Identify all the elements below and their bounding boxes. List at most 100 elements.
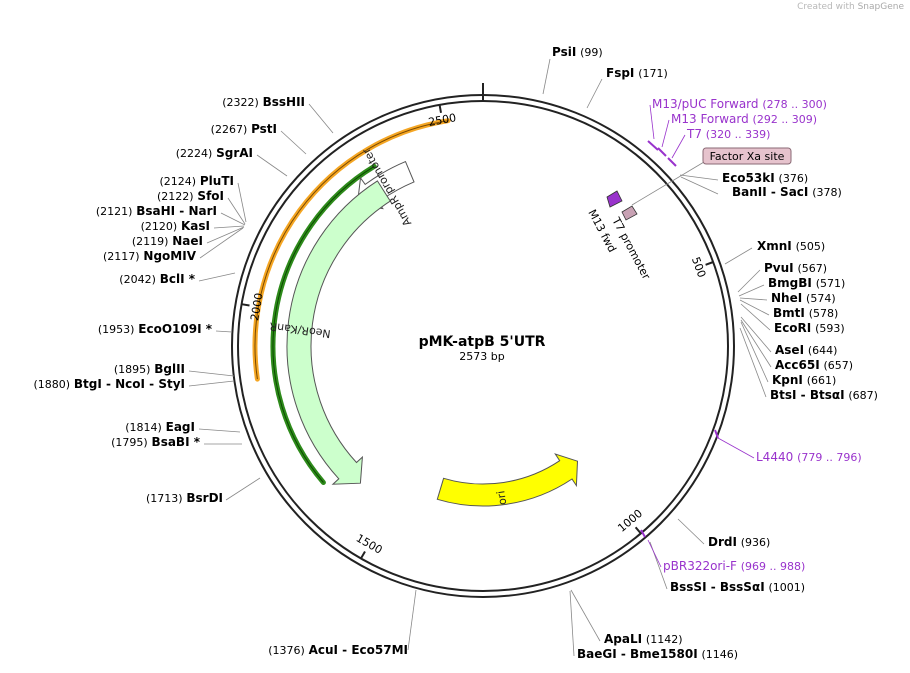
site-label[interactable]: NheI (574) xyxy=(771,291,836,305)
site-label[interactable]: (2122) SfoI xyxy=(157,189,224,203)
primer-mark-pbr322 xyxy=(640,529,646,538)
factor-xa-label: Factor Xa site xyxy=(710,150,785,163)
site-label[interactable]: (2119) NaeI xyxy=(132,234,203,248)
leader-31 xyxy=(237,182,247,223)
site-label[interactable]: (1814) EagI xyxy=(125,420,195,434)
leader-13 xyxy=(739,327,767,398)
leader-4 xyxy=(724,247,753,265)
site-position: (687) xyxy=(848,389,878,402)
primer-name: M13 Forward xyxy=(671,112,749,126)
tick-label-1500: 1500 xyxy=(354,532,385,557)
site-label[interactable]: ApaLI (1142) xyxy=(604,632,683,646)
primer-leader-1 xyxy=(661,119,670,148)
site-label[interactable]: AseI (644) xyxy=(775,343,837,357)
site-position: (2267) xyxy=(211,123,248,136)
site-name: KasI xyxy=(181,219,210,233)
site-label[interactable]: Eco53kI (376) xyxy=(722,171,808,185)
site-label[interactable]: (2117) NgoMIV xyxy=(103,249,197,263)
site-label[interactable]: FspI (171) xyxy=(606,66,668,80)
primer-label[interactable]: L4440 (779 .. 796) xyxy=(756,450,862,464)
site-label[interactable]: KpnI (661) xyxy=(772,373,836,387)
site-label[interactable]: (1376) AcuI - Eco57MI xyxy=(268,643,408,657)
site-position: (1795) xyxy=(111,436,148,449)
primer-range: (278 .. 300) xyxy=(762,98,827,111)
site-label[interactable]: PsiI (99) xyxy=(552,45,603,59)
neor-kanr-arrow[interactable] xyxy=(286,180,391,485)
site-label[interactable]: BanII - SacI (378) xyxy=(732,185,842,199)
site-name: PsiI xyxy=(552,45,576,59)
site-name: BglII xyxy=(154,362,185,376)
leader-21 xyxy=(198,428,241,433)
primer-name: pBR322ori-F xyxy=(663,559,737,573)
site-label[interactable]: (1953) EcoO109I * xyxy=(98,322,213,336)
site-position: (1895) xyxy=(114,363,151,376)
site-label[interactable]: (2267) PstI xyxy=(211,122,277,136)
site-position: (2224) xyxy=(176,147,213,160)
site-label[interactable]: BssSI - BssSαI (1001) xyxy=(670,580,805,594)
primer-label[interactable]: M13/pUC Forward (278 .. 300) xyxy=(652,97,827,111)
site-name: BaeGI - Bme1580I xyxy=(577,647,698,661)
site-position: (99) xyxy=(580,46,603,59)
site-label[interactable]: DrdI (936) xyxy=(708,535,770,549)
site-label[interactable]: (2322) BssHII xyxy=(222,95,305,109)
leader-22 xyxy=(188,380,235,387)
site-label[interactable]: BmtI (578) xyxy=(773,306,838,320)
primer-leader-2 xyxy=(671,134,686,159)
site-label[interactable]: (1795) BsaBI * xyxy=(111,435,201,449)
site-position: (376) xyxy=(779,172,809,185)
site-label[interactable]: (2224) SgrAI xyxy=(176,146,253,160)
leader-25 xyxy=(198,272,236,282)
primer-mark-0 xyxy=(647,140,659,151)
site-label[interactable]: BtsI - BtsαI (687) xyxy=(770,388,878,402)
site-label[interactable]: (1895) BglII xyxy=(114,362,185,376)
primer-label[interactable]: T7 (320 .. 339) xyxy=(686,127,770,141)
leader-33 xyxy=(280,130,307,155)
ori-arrow[interactable] xyxy=(436,453,579,507)
tick-2500 xyxy=(438,104,442,113)
site-label[interactable]: (2124) PluTI xyxy=(159,174,234,188)
site-name: BssHII xyxy=(263,95,305,109)
site-position: (574) xyxy=(806,292,836,305)
watermark-brand: SnapGene xyxy=(857,2,904,12)
site-label[interactable]: EcoRI (593) xyxy=(774,321,845,335)
primer-label[interactable]: pBR322ori-F (969 .. 988) xyxy=(663,559,805,573)
primer-leader-4 xyxy=(647,539,662,568)
site-name: BclI * xyxy=(160,272,196,286)
site-name: BmgBI xyxy=(768,276,812,290)
site-label[interactable]: BaeGI - Bme1580I (1146) xyxy=(577,647,738,661)
site-label[interactable]: Acc65I (657) xyxy=(775,358,853,372)
site-label[interactable]: PvuI (567) xyxy=(764,261,827,275)
leader-8 xyxy=(739,299,770,316)
primer-label[interactable]: M13 Forward (292 .. 309) xyxy=(671,112,817,126)
m13-fwd-arrow[interactable] xyxy=(606,190,623,208)
factor-xa-box[interactable] xyxy=(702,147,792,165)
watermark-prefix: Created with xyxy=(797,2,855,12)
site-name: EcoRI xyxy=(774,321,811,335)
site-name: BssSI - BssSαI xyxy=(670,580,765,594)
leader-lines xyxy=(188,58,772,657)
site-label[interactable]: XmnI (505) xyxy=(757,239,825,253)
primer-range: (969 .. 988) xyxy=(741,560,806,573)
leader-2 xyxy=(679,174,719,181)
leader-26 xyxy=(199,227,244,259)
leader-5 xyxy=(737,269,761,293)
site-label[interactable]: (1713) BsrDI xyxy=(146,491,223,505)
site-name: PstI xyxy=(251,122,277,136)
t7-promoter-arrow[interactable] xyxy=(621,205,638,221)
site-position: (1953) xyxy=(98,323,135,336)
site-position: (661) xyxy=(807,374,837,387)
site-label[interactable]: (2042) BclI * xyxy=(119,272,195,286)
site-position: (2120) xyxy=(141,220,178,233)
site-position: (1713) xyxy=(146,492,183,505)
site-label[interactable]: (2121) BsaHI - NarI xyxy=(96,204,217,218)
site-label[interactable]: (2120) KasI xyxy=(141,219,210,233)
tick-1000 xyxy=(634,526,642,535)
orf-green-core xyxy=(272,165,375,483)
site-position: (2122) xyxy=(157,190,194,203)
orf-layer xyxy=(252,118,451,485)
tick-label-2500: 2500 xyxy=(427,111,457,129)
site-label[interactable]: BmgBI (571) xyxy=(768,276,845,290)
site-label[interactable]: (1880) BtgI - NcoI - StyI xyxy=(33,377,185,391)
